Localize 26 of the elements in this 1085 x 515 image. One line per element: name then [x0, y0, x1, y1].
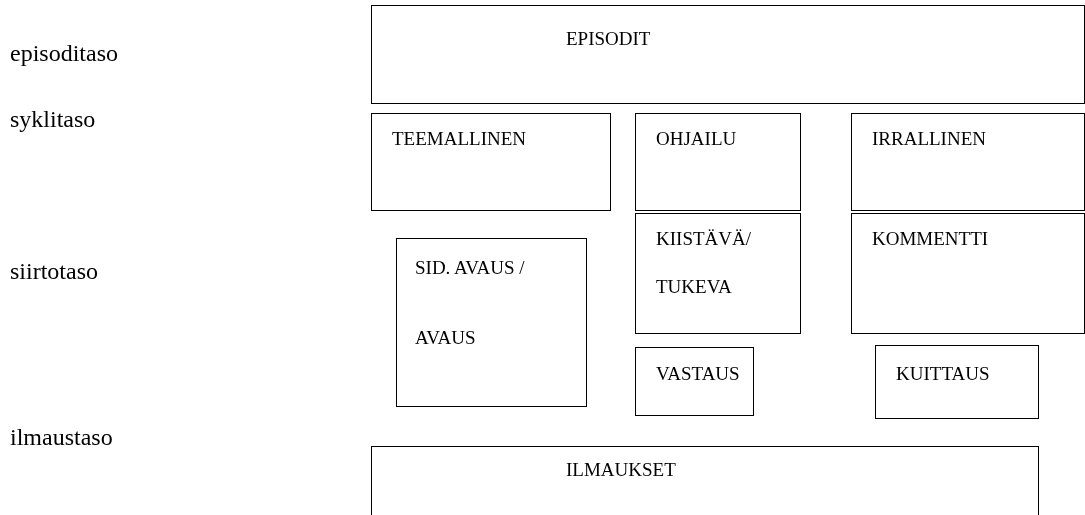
level-box: [396, 238, 587, 407]
box-label: AVAUS: [415, 327, 477, 349]
level-box: [371, 113, 611, 211]
box-label: KIISTÄVÄ/: [656, 228, 752, 250]
box-label: TEEMALLINEN: [392, 128, 528, 150]
level-box: [635, 113, 801, 211]
box-label: ILMAUKSET: [566, 459, 677, 481]
level-box: [851, 213, 1085, 334]
level-box: [371, 446, 1039, 515]
box-label: OHJAILU: [656, 128, 738, 150]
level-box: [875, 345, 1039, 419]
level-label: siirtotaso: [10, 258, 98, 285]
box-label: TUKEVA: [656, 276, 733, 298]
level-label: syklitaso: [10, 106, 96, 133]
level-label: ilmaustaso: [10, 424, 113, 451]
box-label: VASTAUS: [656, 363, 741, 385]
level-box: [635, 213, 801, 334]
box-label: IRRALLINEN: [872, 128, 987, 150]
box-label: EPISODIT: [566, 28, 652, 50]
box-label: KUITTAUS: [896, 363, 991, 385]
level-box: [851, 113, 1085, 211]
box-label: KOMMENTTI: [872, 228, 990, 250]
level-box: [371, 5, 1085, 104]
level-box: [635, 347, 754, 416]
level-label: episoditaso: [10, 40, 118, 67]
box-label: SID. AVAUS /: [415, 257, 526, 279]
